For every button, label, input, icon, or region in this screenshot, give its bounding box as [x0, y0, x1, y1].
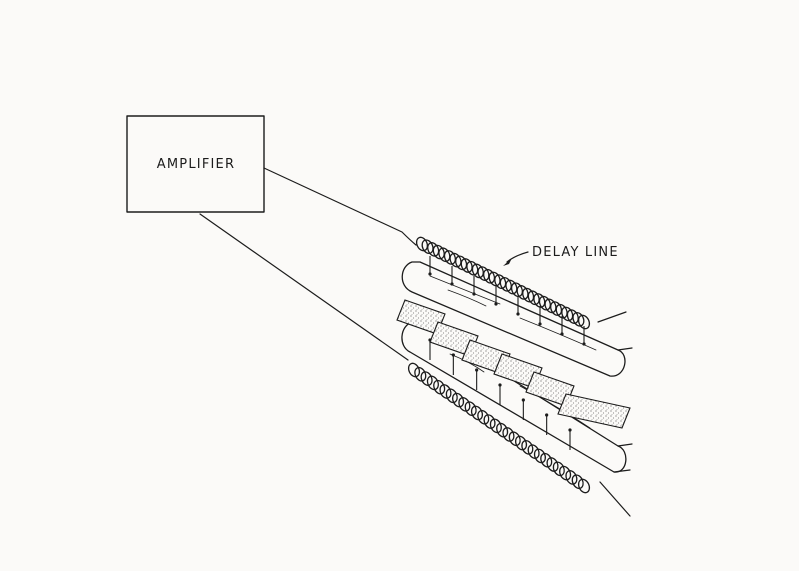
upper-coil-turn: [449, 252, 462, 268]
lower-coil-turn: [426, 375, 439, 391]
upper-tap-post-cap: [582, 342, 586, 346]
upper-coil-turn: [432, 244, 445, 260]
upper-coil-turn: [566, 309, 579, 324]
upper-coil-turn: [499, 277, 512, 292]
upper-coil-turn: [544, 298, 557, 314]
upper-lead-wire: [263, 167, 417, 246]
upper-posts: [428, 256, 586, 346]
upper-coil-turn: [550, 301, 563, 316]
lower-coil-turn: [546, 457, 559, 472]
lower-coil-turn: [502, 427, 515, 442]
lower-coil-turn: [527, 444, 540, 459]
upper-coil-turn: [505, 279, 518, 295]
lower-coil-turn: [559, 465, 572, 481]
lower-coil-turn: [464, 401, 477, 417]
upper-coil-turn: [522, 287, 535, 303]
upper-coil-turn: [460, 258, 473, 273]
upper-coil-turn: [510, 282, 524, 298]
lower-coil-turn: [458, 397, 471, 412]
upper-coil-turn: [527, 290, 540, 306]
upper-tap-post-cap: [516, 312, 520, 316]
upper-coil-turn: [421, 239, 434, 255]
upper-coil: [415, 236, 591, 330]
lower-coil-turn: [565, 470, 578, 485]
upper-tap-post-cap: [450, 282, 454, 286]
lower-coil-turn: [470, 405, 484, 421]
upper-coil-turn: [471, 263, 484, 279]
lower-coil-turn: [577, 478, 591, 494]
lower-tap-post-cap: [498, 383, 502, 387]
lower-coil-turn: [508, 431, 521, 447]
lower-coil-turn: [439, 384, 452, 399]
delay-line-arrowhead: [503, 258, 512, 266]
upper-coil-turn: [577, 314, 591, 330]
lower-coil-turn: [414, 366, 427, 382]
lower-coil-turn: [514, 435, 528, 451]
lower-coil-turn: [420, 371, 433, 386]
upper-rod: [401, 261, 633, 377]
lower-coil-turn: [552, 461, 565, 477]
lower-coil: [407, 362, 591, 494]
upper-coil-turn: [438, 247, 451, 263]
lower-coil-turn: [407, 362, 421, 378]
lower-coil-turn: [540, 452, 553, 468]
upper-coil-turn: [482, 268, 496, 284]
upper-coil-turn: [477, 266, 490, 281]
delay-line-label: DELAY LINE: [532, 245, 619, 260]
lower-tap-post-cap: [521, 398, 525, 402]
upper-coil-turn: [455, 255, 468, 271]
lower-coil-turn: [521, 439, 534, 455]
lower-coil-turn: [477, 409, 490, 425]
upper-coil-turn: [533, 293, 546, 308]
upper-coil-turn: [516, 285, 529, 300]
lower-coil-turn: [496, 422, 509, 438]
upper-coil-turn: [466, 260, 479, 276]
lower-tap-post-cap: [568, 428, 572, 432]
plates-layer: [396, 299, 631, 429]
lower-coil-turn: [452, 392, 465, 408]
lower-coil-turn: [433, 379, 446, 395]
delay-line-arrow: [506, 251, 529, 263]
amplifier-label: AMPLIFIER: [157, 157, 235, 172]
lower-coil-turn: [489, 418, 502, 434]
upper-coil-turn: [561, 306, 574, 322]
upper-tap-post-cap: [560, 332, 564, 336]
lower-coil-turn: [533, 448, 546, 464]
upper-tap-post-cap: [428, 272, 432, 276]
upper-tap-post-cap: [472, 292, 476, 296]
lower-rod-exit-wire: [599, 481, 631, 517]
upper-rod-exit-wire: [597, 311, 627, 323]
upper-coil-turn: [488, 271, 501, 287]
lower-posts: [428, 338, 572, 450]
lower-coil-turn: [571, 474, 584, 490]
upper-coil-turn: [443, 250, 456, 265]
lower-tap-post-cap: [451, 353, 455, 357]
lower-tap-post-cap: [545, 413, 549, 417]
upper-coil-turn: [538, 295, 551, 311]
upper-tap-post-cap: [494, 302, 498, 306]
lower-coil-turn: [445, 388, 458, 404]
upper-coil-turn: [427, 242, 440, 257]
lower-lead-wire: [199, 213, 409, 361]
upper-coil-turn: [415, 236, 429, 252]
upper-tap-post-cap: [538, 322, 542, 326]
lower-tap-post-cap: [475, 368, 479, 372]
upper-coil-turn: [494, 274, 507, 289]
upper-coil-turn: [572, 311, 585, 327]
amplifier-box: AMPLIFIER: [126, 115, 265, 213]
lower-coil-turn: [483, 414, 496, 429]
stippled-plate: [557, 393, 631, 429]
upper-coil-turn: [555, 303, 568, 319]
